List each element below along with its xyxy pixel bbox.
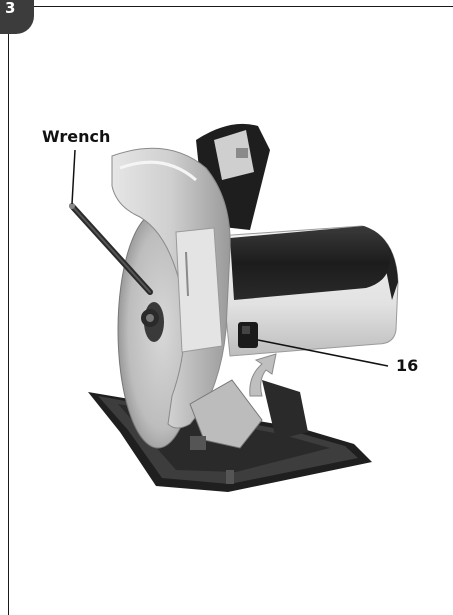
- handle-grip: [230, 226, 391, 300]
- blade-guard: [111, 147, 231, 429]
- depth-lever: [238, 322, 258, 348]
- frame-left-border: [8, 34, 9, 615]
- wrench-leader-line: [71, 149, 76, 205]
- lever-leader-line: [257, 339, 389, 367]
- wrench-label: Wrench: [42, 127, 111, 146]
- lift-arrow-icon: [249, 353, 277, 397]
- part-number-16-label: 16: [396, 356, 419, 375]
- frame-top-border: [34, 6, 453, 7]
- support-bracket: [189, 379, 308, 450]
- step-badge: 3: [0, 0, 34, 34]
- step-number: 3: [5, 0, 16, 17]
- wrench-icon: [69, 203, 153, 295]
